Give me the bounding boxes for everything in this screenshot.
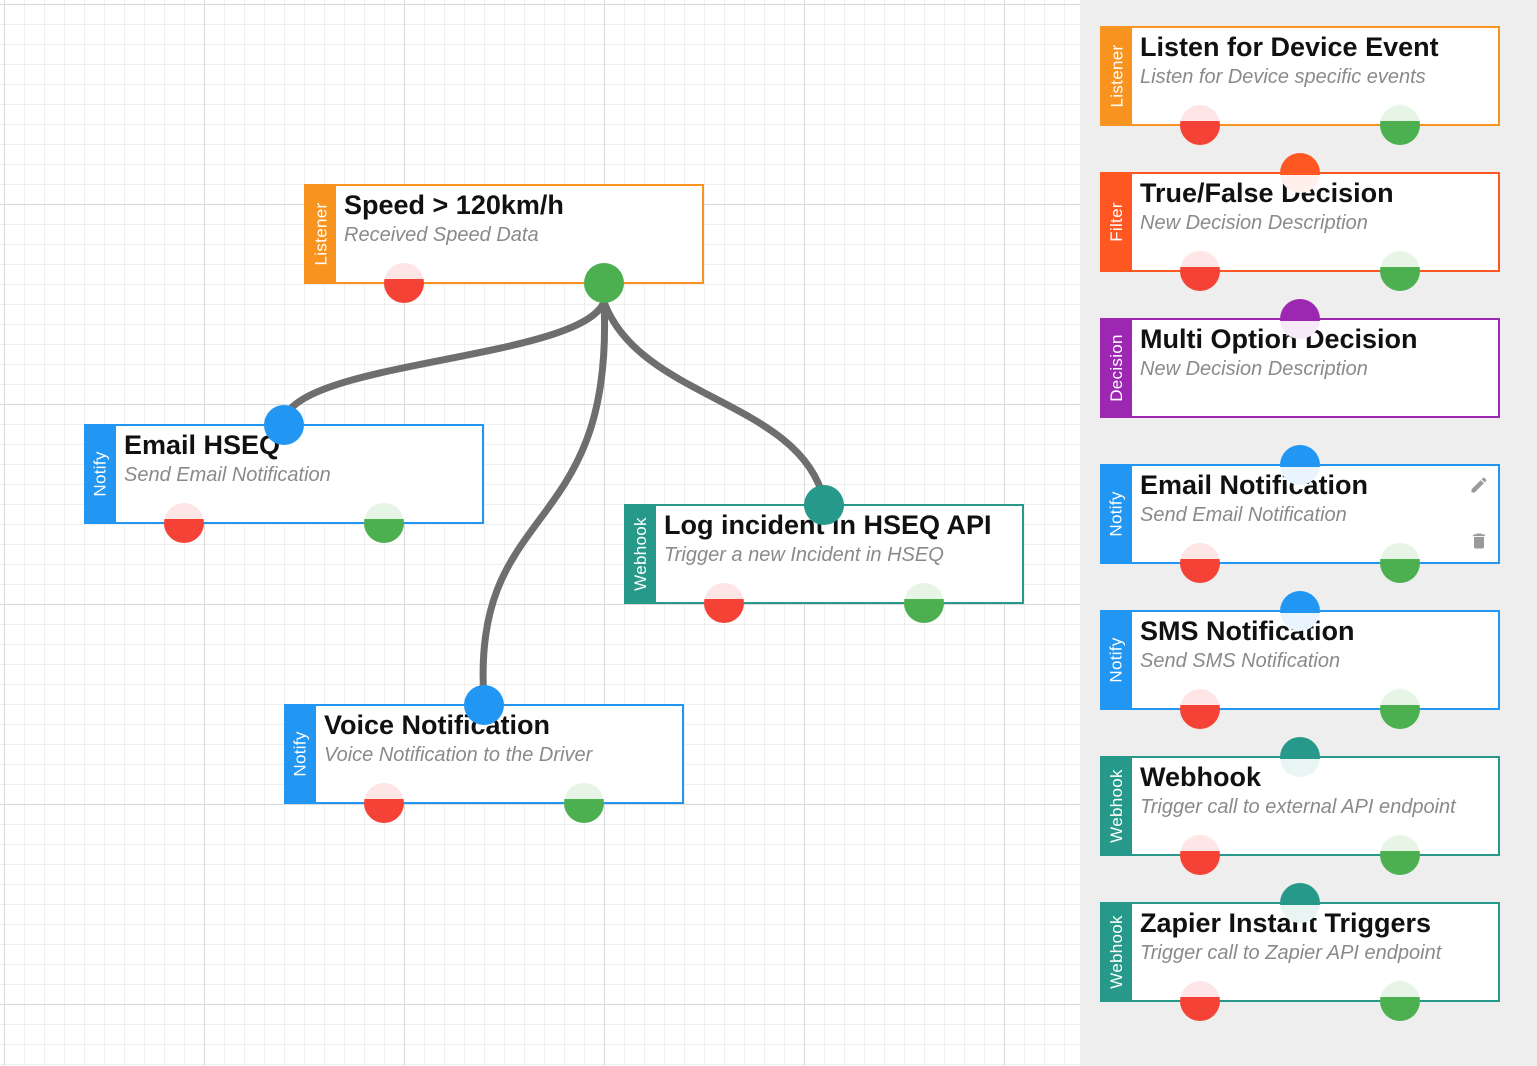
node-title: Listen for Device Event bbox=[1140, 32, 1439, 62]
palette-item-zapier-instant-triggers[interactable]: Webhook Zapier Instant Triggers Trigger … bbox=[1100, 883, 1500, 1021]
palette-item-multi-option-decision[interactable]: Decision Multi Option Decision New Decis… bbox=[1100, 299, 1500, 418]
true-output-port[interactable] bbox=[564, 783, 604, 823]
node-type-tag: Listener bbox=[1102, 28, 1132, 124]
input-port[interactable] bbox=[1280, 445, 1320, 485]
input-port[interactable] bbox=[804, 485, 844, 525]
palette-item-listen-device-event[interactable]: Listener Listen for Device Event Listen … bbox=[1100, 26, 1500, 145]
node-title: Email Notification bbox=[1140, 470, 1369, 500]
node-description: Send Email Notification bbox=[124, 464, 331, 486]
edge-speed-to-voice[interactable] bbox=[479, 298, 609, 704]
input-port[interactable] bbox=[464, 685, 504, 725]
node-type-tag: Webhook bbox=[626, 506, 656, 602]
node-description: Listen for Device specific events bbox=[1140, 66, 1426, 88]
input-port[interactable] bbox=[1280, 737, 1320, 777]
node-voice-notification[interactable]: Notify Voice Notification Voice Notifica… bbox=[284, 685, 684, 823]
false-output-port[interactable] bbox=[384, 263, 424, 303]
node-description: Trigger call to external API endpoint bbox=[1140, 796, 1456, 818]
true-output-port[interactable] bbox=[584, 263, 624, 303]
false-output-port[interactable] bbox=[1180, 251, 1220, 291]
node-palette: Listener Listen for Device Event Listen … bbox=[1080, 0, 1537, 1066]
node-description: New Decision Description bbox=[1140, 358, 1368, 380]
palette-item-sms-notification[interactable]: Notify SMS Notification Send SMS Notific… bbox=[1100, 591, 1500, 729]
node-speed[interactable]: Listener Speed > 120km/h Received Speed … bbox=[304, 184, 704, 303]
node-description: Received Speed Data bbox=[344, 224, 539, 246]
false-output-port[interactable] bbox=[1180, 543, 1220, 583]
false-output-port[interactable] bbox=[164, 503, 204, 543]
true-output-port[interactable] bbox=[1380, 835, 1420, 875]
node-log-incident[interactable]: Webhook Log incident in HSEQ API Trigger… bbox=[624, 485, 1024, 623]
input-port[interactable] bbox=[1280, 591, 1320, 631]
node-title: Voice Notification bbox=[324, 710, 551, 740]
false-output-port[interactable] bbox=[1180, 105, 1220, 145]
false-output-port[interactable] bbox=[704, 583, 744, 623]
pencil-icon[interactable] bbox=[1468, 474, 1490, 496]
input-port[interactable] bbox=[264, 405, 304, 445]
node-description: Send SMS Notification bbox=[1140, 650, 1341, 672]
false-output-port[interactable] bbox=[1180, 835, 1220, 875]
node-description: Voice Notification to the Driver bbox=[324, 744, 593, 766]
node-type-tag: Listener bbox=[306, 186, 336, 282]
false-output-port[interactable] bbox=[1180, 689, 1220, 729]
node-email-hseq[interactable]: Notify Email HSEQ Send Email Notificatio… bbox=[84, 405, 484, 543]
node-type-tag: Notify bbox=[1102, 612, 1132, 708]
node-title: Multi Option Decision bbox=[1140, 324, 1418, 354]
true-output-port[interactable] bbox=[1380, 981, 1420, 1021]
palette-item-true-false-decision[interactable]: Filter True/False Decision New Decision … bbox=[1100, 153, 1500, 291]
flow-canvas[interactable]: Listener Speed > 120km/h Received Speed … bbox=[0, 0, 1080, 1066]
input-port[interactable] bbox=[1280, 883, 1320, 923]
false-output-port[interactable] bbox=[364, 783, 404, 823]
node-title: Webhook bbox=[1140, 762, 1261, 792]
node-type-tag: Decision bbox=[1102, 320, 1132, 416]
false-output-port[interactable] bbox=[1180, 981, 1220, 1021]
node-type-tag: Webhook bbox=[1102, 758, 1132, 854]
node-type-tag: Webhook bbox=[1102, 904, 1132, 1000]
node-description: Send Email Notification bbox=[1140, 504, 1347, 526]
node-title: Email HSEQ bbox=[124, 430, 281, 460]
palette-item-email-notification[interactable]: Notify Email Notification Send Email Not… bbox=[1100, 445, 1500, 583]
node-title: True/False Decision bbox=[1140, 178, 1394, 208]
node-description: New Decision Description bbox=[1140, 212, 1368, 234]
edge-speed-to-email-hseq[interactable] bbox=[280, 298, 608, 424]
true-output-port[interactable] bbox=[1380, 689, 1420, 729]
node-title: SMS Notification bbox=[1140, 616, 1355, 646]
true-output-port[interactable] bbox=[1380, 105, 1420, 145]
edge-speed-to-log-incident[interactable] bbox=[600, 298, 828, 504]
true-output-port[interactable] bbox=[1380, 543, 1420, 583]
trash-icon[interactable] bbox=[1468, 530, 1490, 552]
node-title: Speed > 120km/h bbox=[344, 190, 564, 220]
input-port[interactable] bbox=[1280, 153, 1320, 193]
true-output-port[interactable] bbox=[1380, 251, 1420, 291]
node-type-tag: Notify bbox=[1102, 466, 1132, 562]
palette-item-webhook[interactable]: Webhook Webhook Trigger call to external… bbox=[1100, 737, 1500, 875]
input-port[interactable] bbox=[1280, 299, 1320, 339]
node-type-tag: Notify bbox=[286, 706, 316, 802]
node-description: Trigger a new Incident in HSEQ bbox=[664, 544, 944, 566]
node-description: Trigger call to Zapier API endpoint bbox=[1140, 942, 1442, 964]
true-output-port[interactable] bbox=[904, 583, 944, 623]
node-type-tag: Notify bbox=[86, 426, 116, 522]
true-output-port[interactable] bbox=[364, 503, 404, 543]
node-type-tag: Filter bbox=[1102, 174, 1132, 270]
